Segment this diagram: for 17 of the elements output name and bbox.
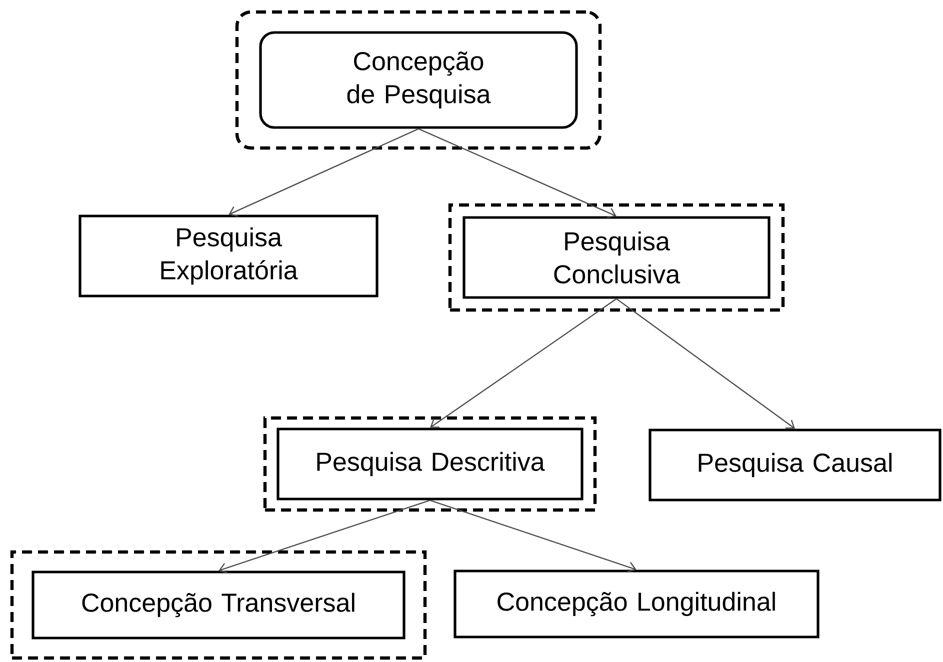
process-box: Pesquisa Causal (648, 428, 942, 502)
arrow (430, 500, 636, 572)
arrow (430, 298, 617, 428)
highlight-frame (235, 10, 602, 150)
process-box: Pesquisa Conclusiva (462, 216, 770, 299)
process-box: Pesquisa Exploratória (78, 214, 378, 298)
process-box: Pesquisa Descritiva (276, 428, 584, 500)
highlight-frame (263, 416, 597, 512)
arrow (616, 298, 795, 429)
arrow (228, 128, 419, 217)
process-box: Concepção Transversal (32, 570, 406, 640)
arrow (418, 128, 617, 218)
process-box: Concepção Longitudinal (454, 570, 820, 638)
highlight-frame (10, 550, 427, 660)
process-box: Concepção de Pesquisa (259, 31, 578, 129)
arrow (218, 500, 430, 574)
highlight-frame (448, 203, 785, 312)
